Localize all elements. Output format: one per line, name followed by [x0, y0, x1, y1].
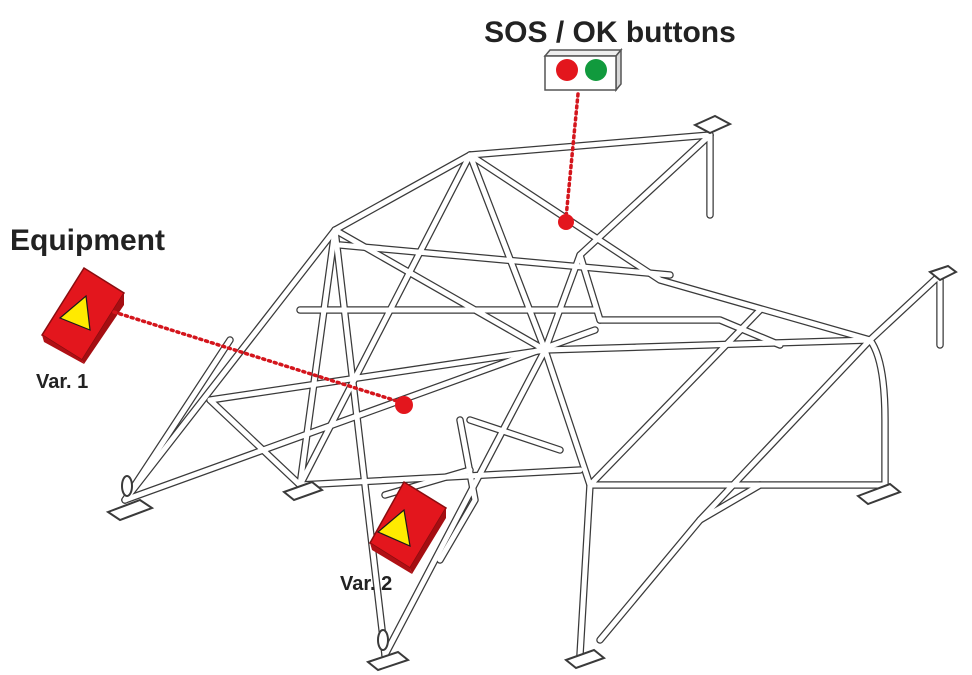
equipment-leader-line [112, 310, 413, 414]
sos-ok-button-box [543, 47, 623, 93]
equipment-device-var2 [368, 480, 448, 574]
sos-mount-point [558, 214, 574, 230]
sos-leader-line [558, 92, 580, 230]
equipment-label: Equipment [10, 224, 165, 257]
sos-button-icon[interactable] [556, 59, 578, 81]
ok-button-icon[interactable] [585, 59, 607, 81]
roll-cage-frame [105, 114, 958, 672]
warning-triangle-icon [58, 294, 91, 331]
var2-label: Var. 2 [340, 573, 392, 595]
warning-triangle-icon [376, 508, 411, 547]
var1-label: Var. 1 [36, 371, 88, 393]
equipment-device-var1 [40, 266, 126, 364]
sos-ok-buttons-label: SOS / OK buttons [484, 16, 736, 49]
mounting-feet [105, 114, 958, 672]
equipment-mount-point [395, 396, 413, 414]
